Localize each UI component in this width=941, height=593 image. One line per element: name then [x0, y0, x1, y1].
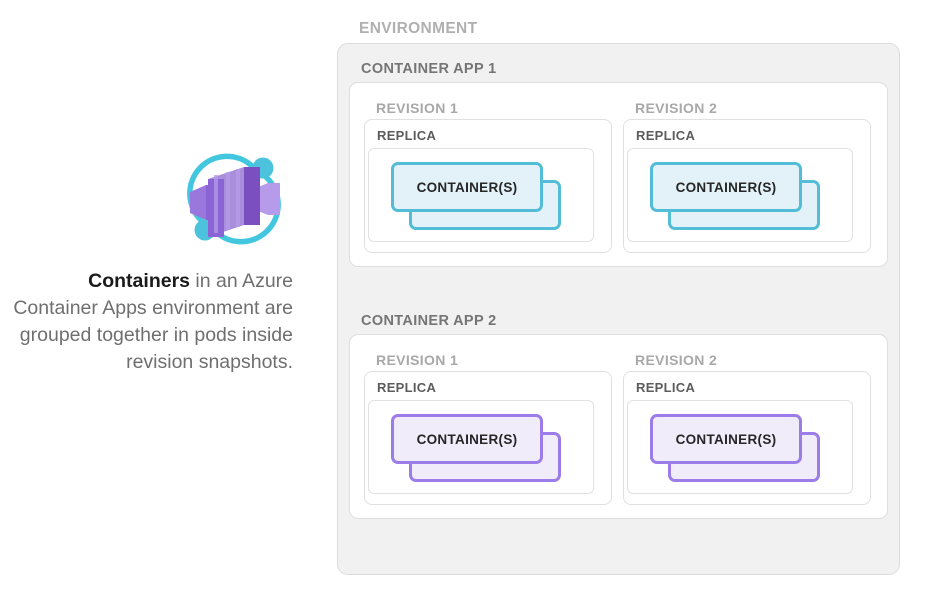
app2-revision-2-box: REPLICA CONTAINER(S): [623, 371, 871, 505]
app2-revision-2-container-stack: CONTAINER(S): [650, 414, 822, 482]
app2-revision-2-replica-box: CONTAINER(S): [627, 400, 853, 494]
app2-revision-1-container-stack: CONTAINER(S): [391, 414, 563, 482]
app2-revision-1-box: REPLICA CONTAINER(S): [364, 371, 612, 505]
app1-revision-1-replica-label: REPLICA: [377, 128, 437, 143]
container-app-2-label: CONTAINER APP 2: [361, 313, 497, 329]
app1-revision-2-container-stack: CONTAINER(S): [650, 162, 822, 230]
app2-revision-1-replica-box: CONTAINER(S): [368, 400, 594, 494]
container-card-front: CONTAINER(S): [650, 162, 802, 212]
app2-revision-2-replica-label: REPLICA: [636, 380, 696, 395]
app2-revision-2-label: REVISION 2: [635, 352, 718, 368]
container-app-1-label: CONTAINER APP 1: [361, 61, 497, 77]
azure-container-apps-logo: [178, 143, 290, 255]
container-card-label: CONTAINER(S): [416, 431, 518, 447]
app1-revision-2-replica-box: CONTAINER(S): [627, 148, 853, 242]
container-app-1-box: REVISION 1 REPLICA CONTAINER(S) REVISION…: [349, 82, 888, 267]
app1-revision-1-box: REPLICA CONTAINER(S): [364, 119, 612, 253]
app1-revision-1-container-stack: CONTAINER(S): [391, 162, 563, 230]
container-card-label: CONTAINER(S): [675, 431, 777, 447]
caption-text: Containers in an Azure Container Apps en…: [8, 268, 293, 376]
container-card-front: CONTAINER(S): [650, 414, 802, 464]
app1-revision-2-label: REVISION 2: [635, 100, 718, 116]
app1-revision-2-box: REPLICA CONTAINER(S): [623, 119, 871, 253]
container-card-front: CONTAINER(S): [391, 414, 543, 464]
caption-rest: in an Azure Container Apps environment a…: [13, 270, 293, 373]
container-card-label: CONTAINER(S): [675, 179, 777, 195]
left-panel: Containers in an Azure Container Apps en…: [0, 0, 320, 593]
container-card-front: CONTAINER(S): [391, 162, 543, 212]
app1-revision-1-label: REVISION 1: [376, 100, 459, 116]
app1-revision-2-replica-label: REPLICA: [636, 128, 696, 143]
caption-lead: Containers: [88, 270, 191, 292]
app1-revision-1-replica-box: CONTAINER(S): [368, 148, 594, 242]
environment-label: ENVIRONMENT: [359, 20, 478, 37]
architecture-diagram: ENVIRONMENT CONTAINER APP 1 REVISION 1 R…: [337, 20, 903, 578]
app2-revision-1-label: REVISION 1: [376, 352, 459, 368]
app2-revision-1-replica-label: REPLICA: [377, 380, 437, 395]
container-app-2-box: REVISION 1 REPLICA CONTAINER(S) REVISION…: [349, 334, 888, 519]
container-card-label: CONTAINER(S): [416, 179, 518, 195]
